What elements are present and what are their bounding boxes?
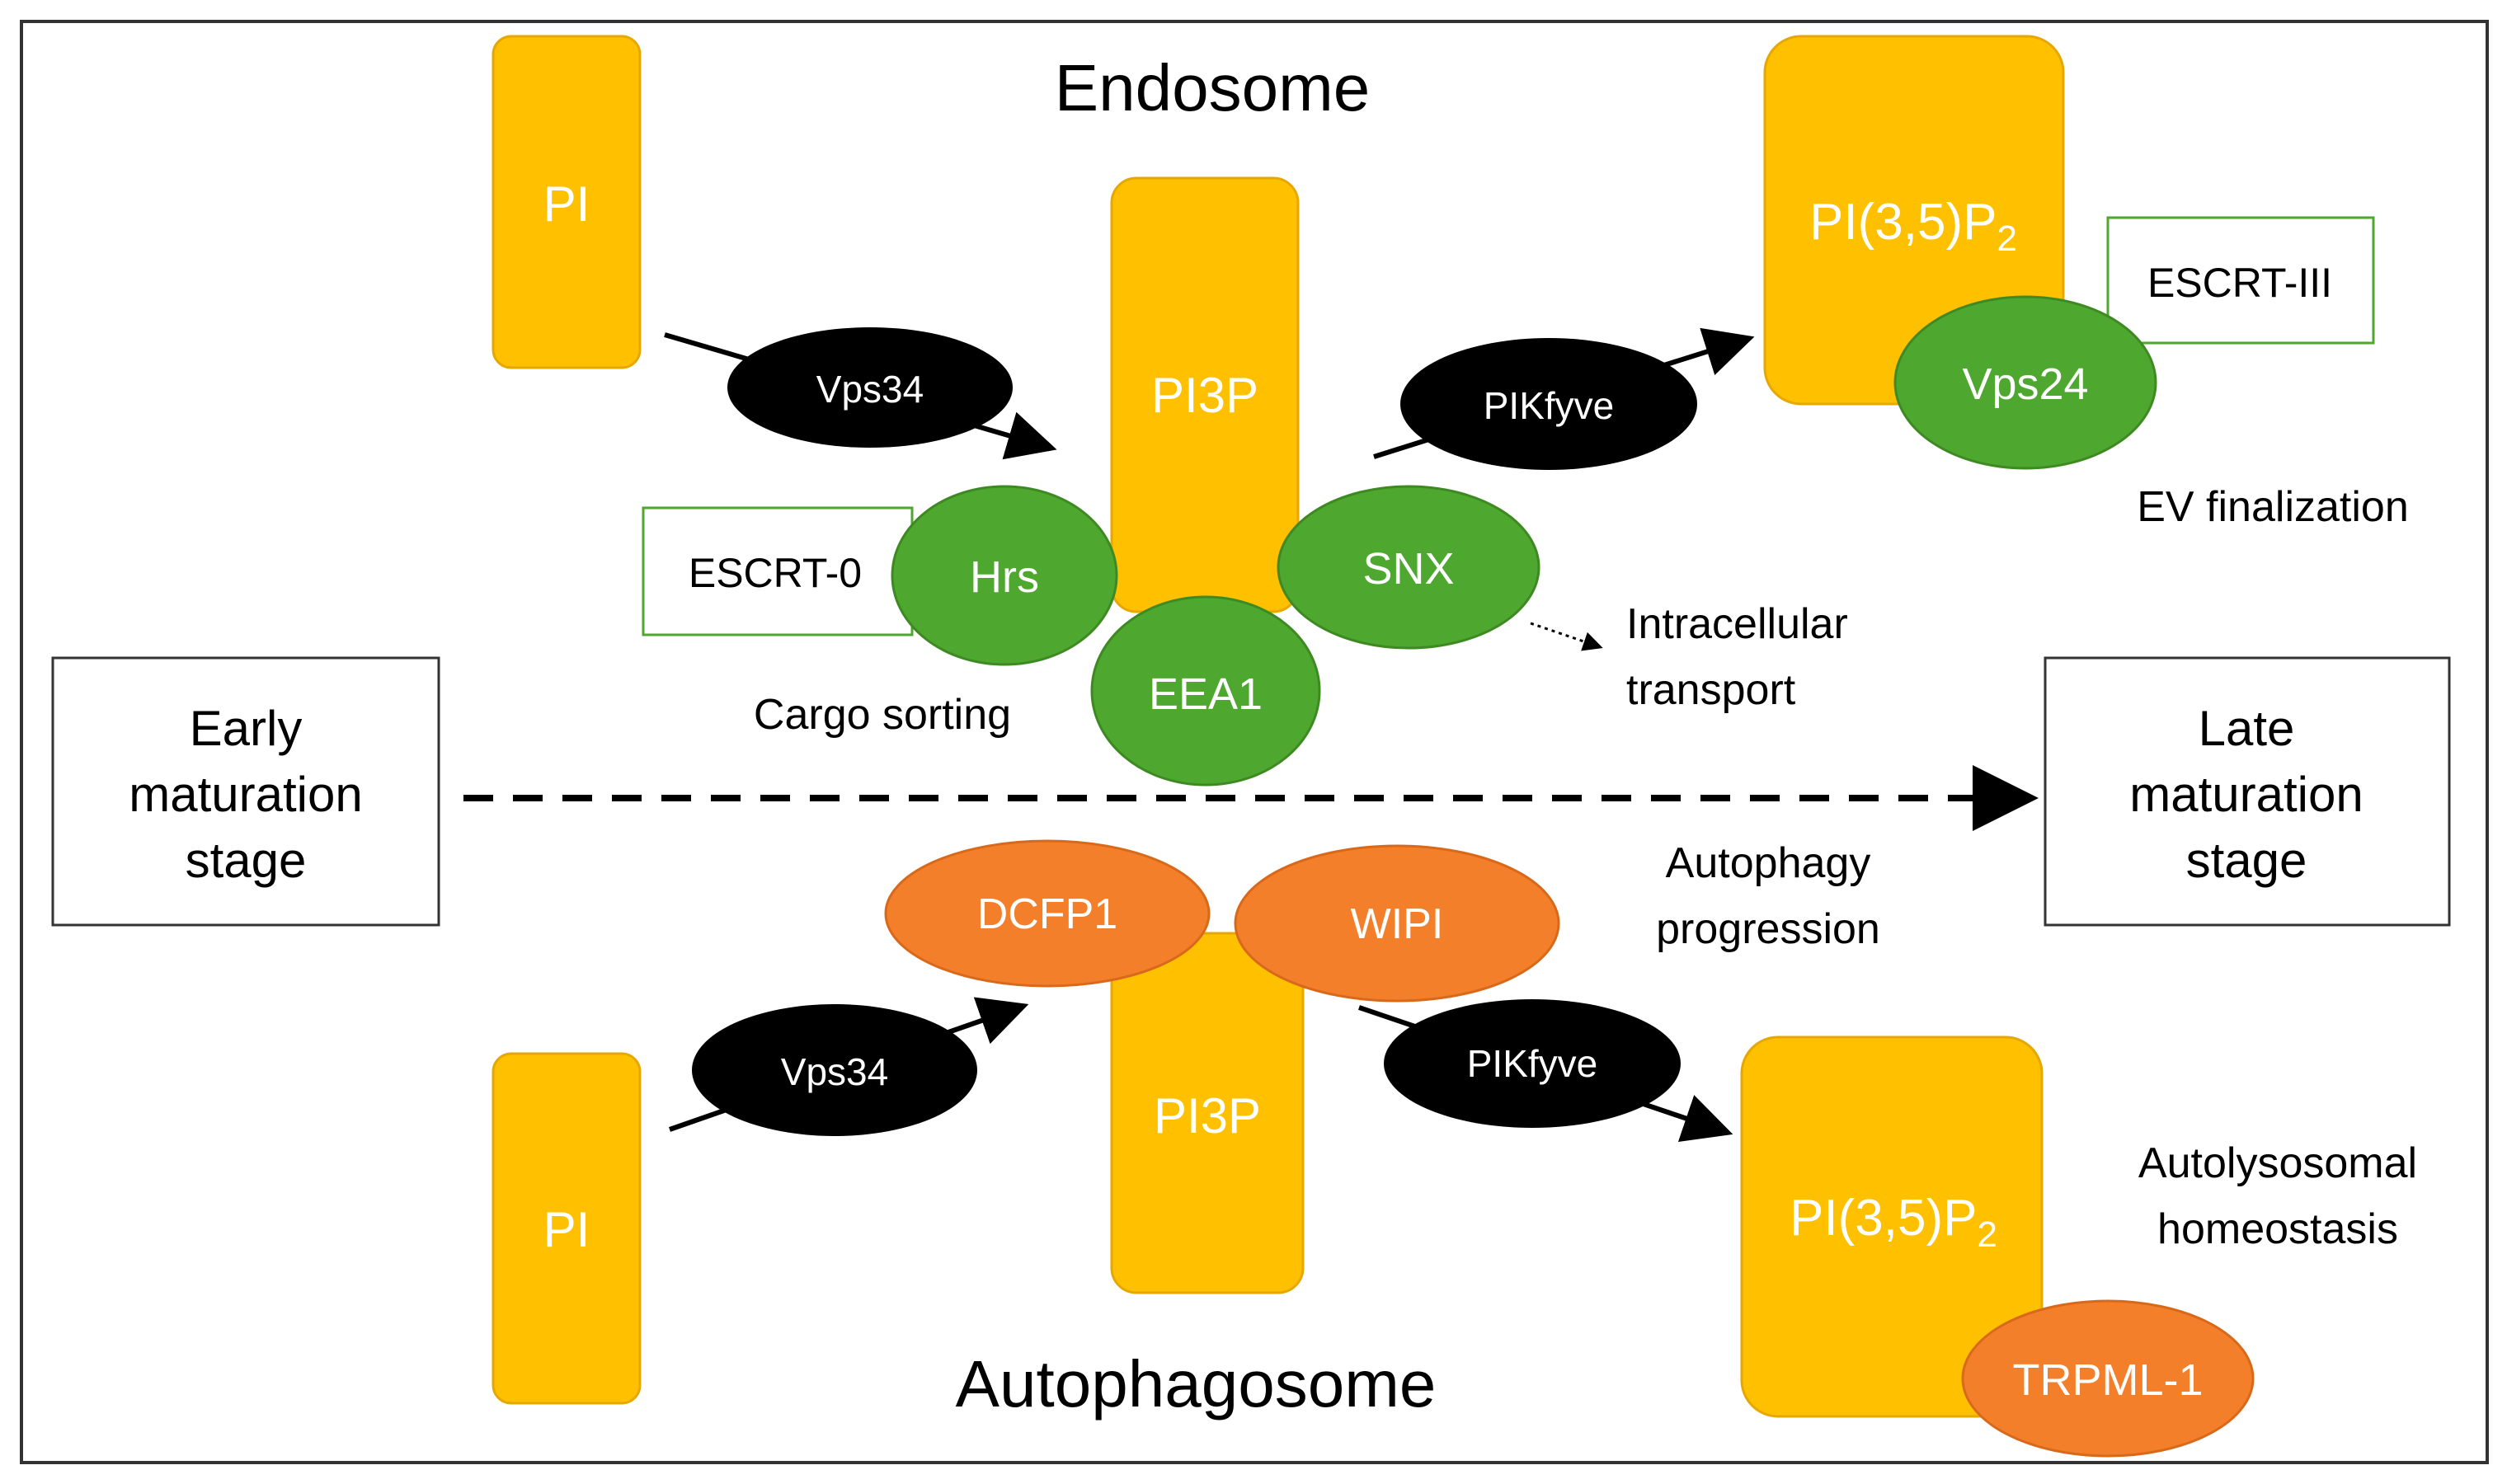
enzyme-vps34-bottom	[692, 1004, 977, 1136]
complex-escrt3	[2106, 216, 2375, 345]
enzyme-pikfyve-top-label: PIKfyve	[1484, 384, 1615, 427]
complex-escrt3-label: ESCRT-III	[2147, 260, 2332, 306]
stage-early-line-3: stage	[186, 833, 307, 888]
label-autophagy-2: progression	[1656, 905, 1880, 953]
stage-late-line-3: stage	[2186, 833, 2307, 888]
lipid-pi3p-bottom	[1110, 932, 1305, 1294]
stage-late-line-1: Late	[2199, 701, 2295, 756]
lipid-pi35p2-bottom-sub: 2	[1977, 1214, 1997, 1255]
enzyme-pikfyve-top	[1400, 338, 1697, 470]
enzyme-vps34-top	[727, 327, 1013, 448]
protein-trpml1-label: TRPML-1	[2012, 1355, 2203, 1405]
lipid-pi-top-label: PI	[543, 176, 590, 232]
label-autolyso-2: homeostasis	[2157, 1205, 2398, 1253]
arrow-intracellular	[1530, 622, 1603, 651]
complex-escrt0	[642, 506, 914, 636]
lipid-pi35p2-top-sub: 2	[1997, 218, 2016, 259]
protein-vps24-label: Vps24	[1962, 359, 2088, 409]
lipid-pi35p2-bottom-label: PI(3,5)P2	[1790, 1190, 1997, 1255]
protein-snx-label: SNX	[1362, 544, 1454, 594]
lipid-pi-bottom-label: PI	[543, 1202, 590, 1257]
protein-dcfp1-label: DCFP1	[977, 890, 1117, 938]
label-ev-finalization: EV finalization	[2137, 483, 2409, 531]
enzyme-pikfyve-bottom-label: PIKfyve	[1467, 1042, 1598, 1085]
protein-snx	[1277, 485, 1540, 650]
label-autolyso-1: Autolysosomal	[2138, 1139, 2417, 1187]
protein-hrs	[891, 485, 1118, 666]
stage-early-line-2: maturation	[129, 767, 362, 822]
title-autophagosome: Autophagosome	[956, 1347, 1437, 1421]
protein-vps24	[1893, 295, 2157, 470]
protein-wipi	[1234, 844, 1560, 1003]
protein-wipi-label: WIPI	[1351, 900, 1444, 948]
label-cargo-sorting: Cargo sorting	[754, 691, 1011, 739]
lipid-pi35p2-top-main: PI(3,5)P	[1809, 194, 1997, 251]
protein-hrs-label: Hrs	[970, 552, 1039, 602]
stage-early-line-1: Early	[190, 701, 303, 756]
lipid-pi35p2-bottom-main: PI(3,5)P	[1790, 1190, 1977, 1247]
label-intracellular-2: transport	[1626, 666, 1796, 714]
protein-dcfp1	[884, 839, 1211, 988]
label-autophagy-1: Autophagy	[1666, 839, 1871, 887]
enzyme-vps34-bottom-label: Vps34	[781, 1050, 888, 1093]
lipid-pi35p2-bottom	[1740, 1036, 2044, 1418]
protein-eea1-label: EEA1	[1149, 669, 1263, 719]
enzyme-vps34-top-label: Vps34	[816, 368, 924, 411]
title-endosome: Endosome	[1055, 51, 1370, 124]
stage-late-line-2: maturation	[2129, 767, 2363, 822]
lipid-pi3p-bottom-label: PI3P	[1154, 1088, 1261, 1144]
lipid-pi3p-top-label: PI3P	[1151, 368, 1258, 423]
protein-trpml1	[1961, 1299, 2255, 1458]
stage-early-box	[51, 656, 440, 927]
enzyme-pikfyve-bottom	[1384, 999, 1681, 1128]
lipid-pi-top	[492, 35, 642, 369]
stage-late-box	[2044, 656, 2451, 927]
label-intracellular-1: Intracellular	[1626, 600, 1848, 648]
lipid-pi-bottom	[492, 1052, 642, 1405]
protein-eea1	[1090, 595, 1321, 787]
complex-escrt0-label: ESCRT-0	[689, 550, 862, 596]
lipid-pi35p2-top-label: PI(3,5)P2	[1809, 194, 2017, 259]
